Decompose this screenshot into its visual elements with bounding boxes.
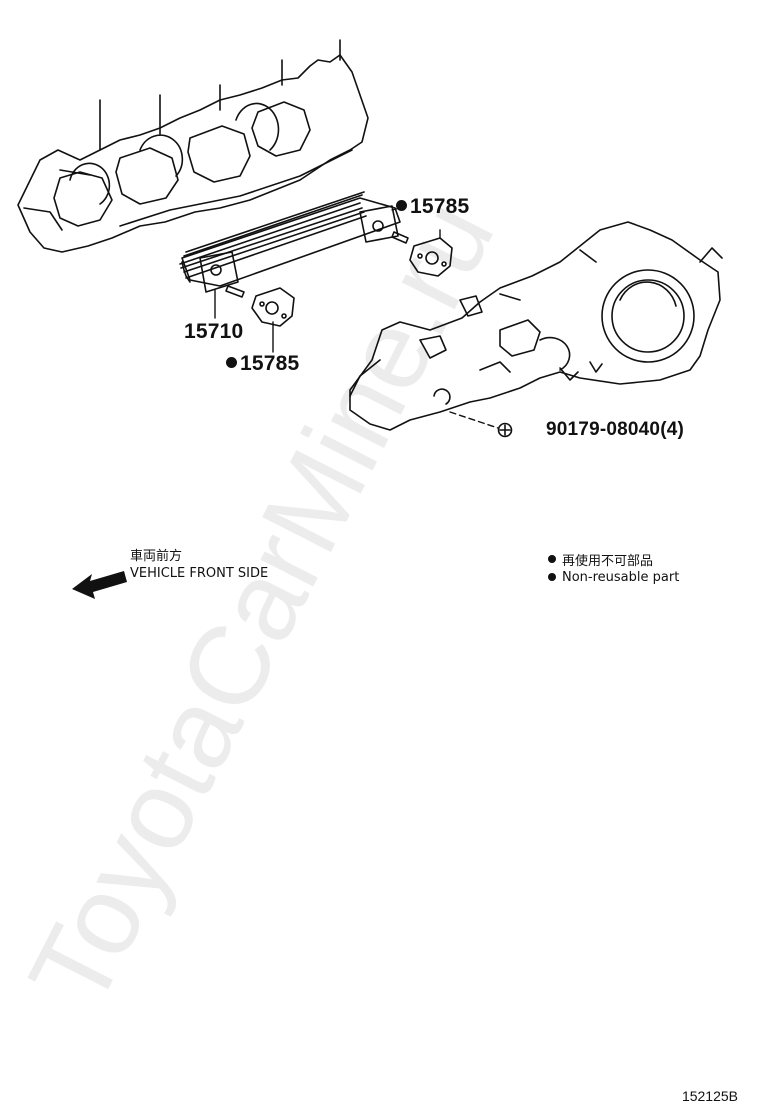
vehicle-front-label: 車両前方 VEHICLE FRONT SIDE: [130, 545, 268, 581]
legend-english: Non-reusable part: [562, 569, 680, 585]
legend-dot-icon: [548, 555, 556, 563]
vehicle-front-english: VEHICLE FRONT SIDE: [130, 566, 269, 581]
engine-block: [17, 39, 369, 253]
part-number-15710: 15710: [184, 320, 244, 343]
leader-lines: [214, 207, 499, 429]
non-reusable-dot-icon: [396, 199, 407, 211]
legend: 再使用不可部品 Non-reusable part: [548, 550, 679, 586]
legend-dot-icon: [548, 573, 556, 581]
legend-japanese: 再使用不可部品: [562, 553, 654, 569]
nut-icon: [497, 422, 513, 438]
callout-oil-cooler: 15710: [184, 320, 243, 344]
oil-cooler-housing: [349, 221, 723, 431]
legend-row-japanese: 再使用不可部品: [548, 550, 679, 569]
oil-cooler: [179, 191, 409, 298]
callout-gasket-upper: 15785: [396, 195, 469, 219]
gasket-lower-shape: [251, 287, 295, 327]
legend-row-english: Non-reusable part: [548, 568, 679, 586]
non-reusable-dot-icon: [226, 356, 237, 368]
figure-id: 152125B: [681, 1088, 738, 1104]
part-number-15785-upper: 15785: [410, 195, 470, 218]
part-number-15785-lower: 15785: [240, 352, 300, 375]
part-number-90179: 90179-08040(4): [546, 419, 685, 440]
vehicle-front-arrow-icon: [72, 571, 127, 599]
callout-nut: 90179-08040(4): [546, 419, 684, 441]
gasket-upper-shape: [409, 237, 453, 277]
callout-gasket-lower: 15785: [226, 352, 299, 376]
vehicle-front-japanese: 車両前方: [130, 549, 183, 564]
